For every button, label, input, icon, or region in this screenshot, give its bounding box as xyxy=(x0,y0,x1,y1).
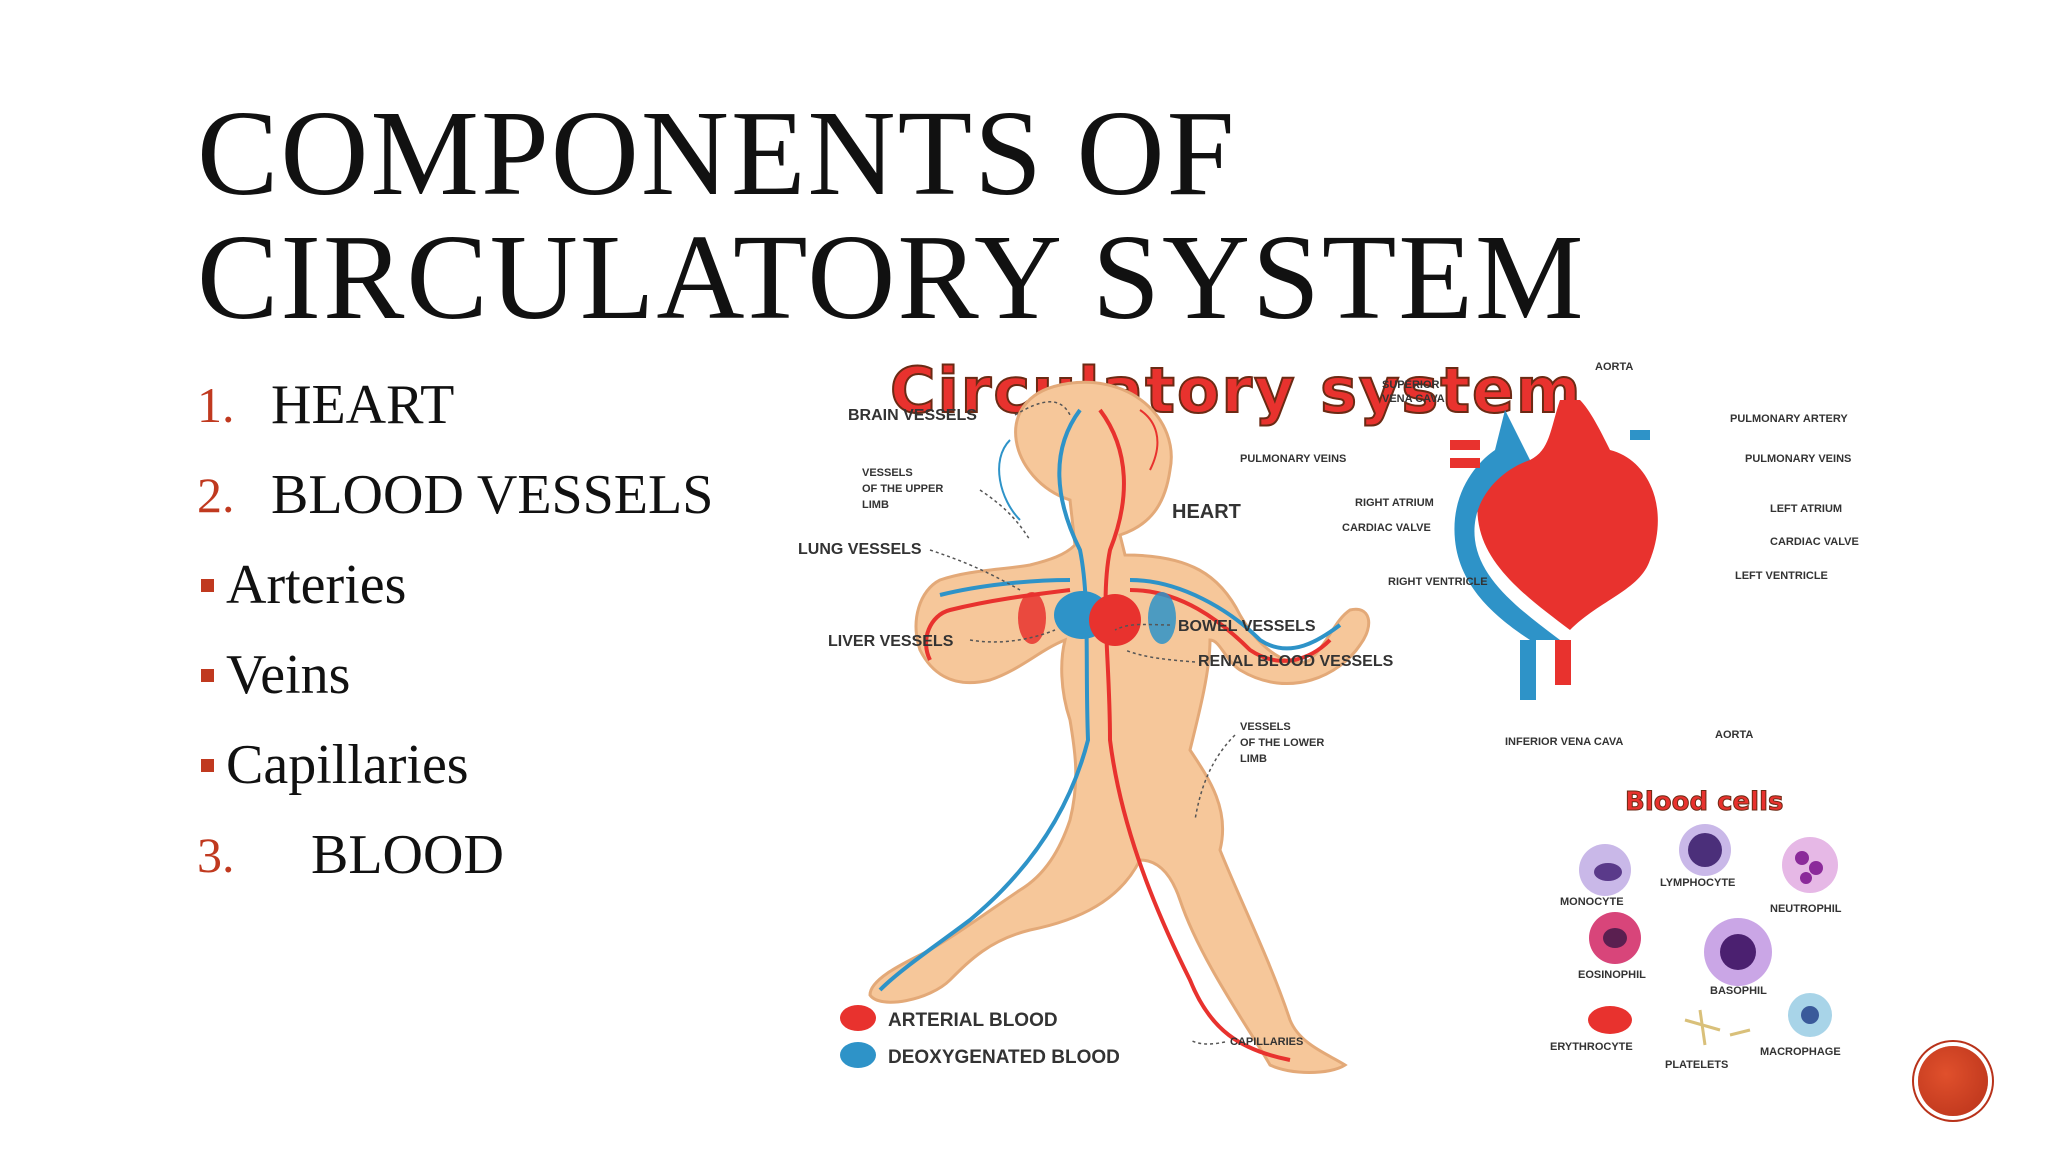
label-inferior-vena-cava: INFERIOR VENA CAVA xyxy=(1505,736,1623,748)
heart-labels: SUPERIOR VENA CAVA AORTA PULMONARY ARTER… xyxy=(1240,361,1859,748)
label-eosinophil: EOSINOPHIL xyxy=(1578,969,1646,981)
slide-corner-badge xyxy=(1918,1046,1988,1116)
circulatory-system-illustration: Circulatory system BRAIN VESSELS VESSELS… xyxy=(798,353,1859,1074)
list-item-blood-vessels: 2. BLOOD VESSELS xyxy=(197,450,772,540)
list-item-label: HEART xyxy=(271,374,455,436)
label-lower-limb-3: LIMB xyxy=(1240,753,1267,765)
label-lower-limb-2: OF THE LOWER xyxy=(1240,737,1324,749)
label-bowel-vessels: BOWEL VESSELS xyxy=(1178,618,1316,635)
legend-arterial-blood: ARTERIAL BLOOD xyxy=(888,1010,1058,1031)
body-silhouette xyxy=(868,380,1371,1074)
vessel-network xyxy=(878,408,1342,1062)
list-item-capillaries: Capillaries xyxy=(197,720,772,810)
arterial-blood-swatch xyxy=(840,1005,876,1031)
heart-diagram xyxy=(1450,400,1658,700)
label-lung-vessels: LUNG VESSELS xyxy=(798,541,922,558)
list-item-label: Veins xyxy=(226,644,351,706)
list-item-arteries: Arteries xyxy=(197,540,772,630)
label-pulmonary-artery: PULMONARY ARTERY xyxy=(1730,413,1848,425)
label-upper-limb-2: OF THE UPPER xyxy=(862,483,943,495)
list-number: 1. xyxy=(197,377,235,433)
square-bullet-icon xyxy=(201,578,214,592)
erythrocyte-icon xyxy=(1588,1006,1632,1034)
label-liver-vessels: LIVER VESSELS xyxy=(828,633,954,650)
label-lower-limb-1: VESSELS xyxy=(1240,721,1291,733)
label-monocyte: MONOCYTE xyxy=(1560,896,1624,908)
list-item-label: Capillaries xyxy=(226,734,469,796)
label-right-ventricle: RIGHT VENTRICLE xyxy=(1388,576,1488,588)
label-erythrocyte: ERYTHROCYTE xyxy=(1550,1041,1633,1053)
label-renal-vessels: RENAL BLOOD VESSELS xyxy=(1198,653,1394,670)
blood-cell-grid: MONOCYTE LYMPHOCYTE NEUTROPHIL EOSINOPHI… xyxy=(1550,824,1842,1071)
slide-title: COMPONENTS OF CIRCULATORY SYSTEM xyxy=(197,92,1585,340)
deoxygenated-blood-swatch xyxy=(840,1042,876,1068)
blood-cells-title: Blood cells xyxy=(1625,787,1783,817)
body-heart xyxy=(1018,591,1176,646)
figure-title: Circulatory system xyxy=(890,354,1583,427)
label-neutrophil: NEUTROPHIL xyxy=(1770,903,1842,915)
label-pulmonary-veins-right: PULMONARY VEINS xyxy=(1745,453,1851,465)
label-lymphocyte: LYMPHOCYTE xyxy=(1660,877,1735,889)
list-item-label: BLOOD VESSELS xyxy=(271,464,714,526)
slide-title-line-1: COMPONENTS OF xyxy=(197,86,1237,221)
component-list: 1. HEART 2. BLOOD VESSELS Arteries Veins… xyxy=(197,360,772,900)
label-upper-limb-1: VESSELS xyxy=(862,467,913,479)
list-item-blood: 3. BLOOD xyxy=(197,810,772,900)
label-basophil: BASOPHIL xyxy=(1710,985,1767,997)
label-aorta-top: AORTA xyxy=(1595,361,1633,373)
platelets-icon xyxy=(1684,1009,1751,1046)
label-macrophage: MACROPHAGE xyxy=(1760,1046,1841,1058)
label-brain-vessels: BRAIN VESSELS xyxy=(848,407,977,424)
label-upper-limb-3: LIMB xyxy=(862,499,889,511)
list-item-label: Arteries xyxy=(226,554,407,616)
label-left-atrium: LEFT ATRIUM xyxy=(1770,503,1842,515)
figure-legend: ARTERIAL BLOOD DEOXYGENATED BLOOD xyxy=(840,1005,1120,1068)
label-superior-vena-cava-1: SUPERIOR xyxy=(1382,379,1440,391)
legend-deoxygenated-blood: DEOXYGENATED BLOOD xyxy=(888,1047,1120,1068)
square-bullet-icon xyxy=(201,758,214,772)
label-superior-vena-cava-2: VENA CAVA xyxy=(1382,393,1445,405)
list-item-veins: Veins xyxy=(197,630,772,720)
label-platelets: PLATELETS xyxy=(1665,1059,1728,1071)
label-heart: HEART xyxy=(1172,501,1241,523)
list-item-heart: 1. HEART xyxy=(197,360,772,450)
label-cardiac-valve-right: CARDIAC VALVE xyxy=(1770,536,1859,548)
list-number: 3. xyxy=(197,827,235,883)
label-pulmonary-veins-left: PULMONARY VEINS xyxy=(1240,453,1346,465)
label-right-atrium: RIGHT ATRIUM xyxy=(1355,497,1434,509)
label-aorta-bottom: AORTA xyxy=(1715,729,1753,741)
label-cardiac-valve-left: CARDIAC VALVE xyxy=(1342,522,1431,534)
list-number: 2. xyxy=(197,467,235,523)
body-labels: BRAIN VESSELS VESSELS OF THE UPPER LIMB … xyxy=(798,401,1394,1048)
list-item-label: BLOOD xyxy=(311,824,504,886)
square-bullet-icon xyxy=(201,668,214,682)
label-capillaries: CAPILLARIES xyxy=(1230,1036,1303,1048)
slide-title-line-2: CIRCULATORY SYSTEM xyxy=(197,210,1586,345)
label-left-ventricle: LEFT VENTRICLE xyxy=(1735,570,1828,582)
